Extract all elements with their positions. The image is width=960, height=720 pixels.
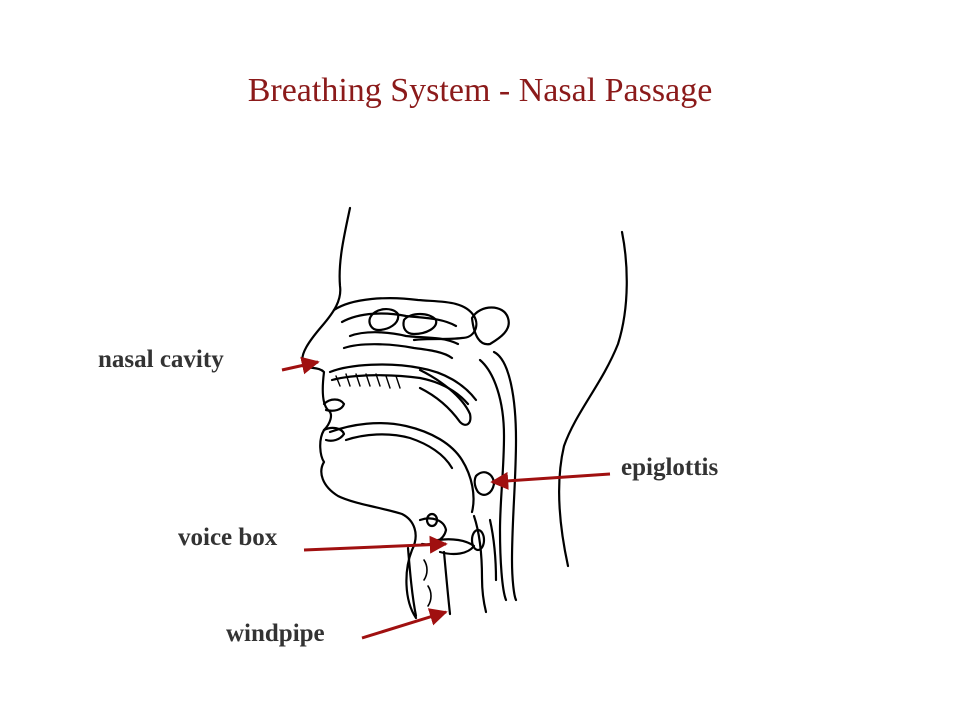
trachea-front <box>406 546 418 618</box>
arrow-voice-box <box>303 535 448 554</box>
lower-lip-teeth <box>322 426 346 442</box>
sphenoid-bump <box>470 306 510 346</box>
nasal-turbinate-upper <box>368 308 400 332</box>
tongue <box>328 422 475 514</box>
epiglottis-shape <box>473 471 496 496</box>
back-of-neck <box>557 230 628 568</box>
label-nasal-cavity: nasal cavity <box>98 346 224 373</box>
nasal-cavity-outline <box>332 297 478 342</box>
face-profile <box>301 206 418 620</box>
arrow-windpipe <box>361 608 448 640</box>
esophagus <box>472 514 488 614</box>
label-voice-box: voice box <box>178 524 278 551</box>
label-windpipe: windpipe <box>226 620 325 647</box>
nasal-turbinate-middle <box>402 312 438 336</box>
nasal-turbinate-lower <box>342 343 454 360</box>
label-epiglottis: epiglottis <box>621 454 719 481</box>
hard-palate <box>328 363 478 402</box>
slide-title: Breathing System - Nasal Passage <box>247 72 713 109</box>
trachea-back <box>442 550 452 616</box>
arrow-nasal-cavity <box>281 356 320 375</box>
upper-lip-teeth <box>322 398 346 412</box>
soft-palate <box>418 368 472 426</box>
arrow-epiglottis <box>490 471 611 490</box>
